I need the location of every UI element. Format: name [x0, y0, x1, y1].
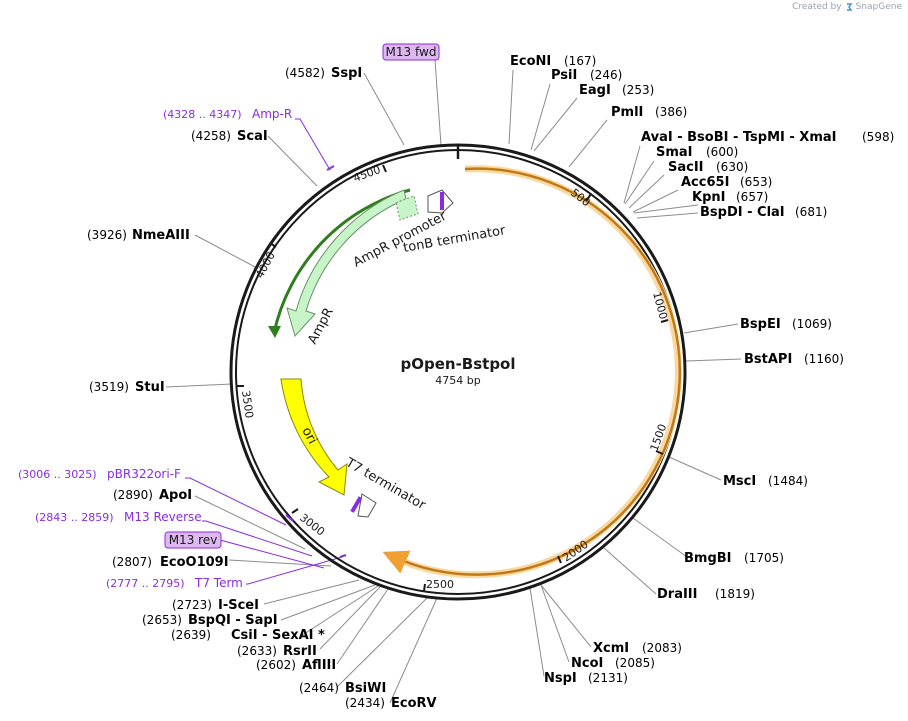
- credit-brand: SnapGene: [855, 2, 902, 12]
- plasmid-name: pOpen-Bstpol: [400, 355, 515, 373]
- site-bmgbi: BmgBI: [684, 551, 732, 566]
- site-iscei: I-SceI: [218, 598, 259, 613]
- site-bspqi-pos: (2653): [142, 613, 182, 627]
- site-eagi: EagI: [579, 83, 611, 98]
- site-bstapi-pos: (1160): [804, 352, 844, 366]
- m13-fwd-label: M13 fwd: [386, 45, 437, 59]
- m13-rev-label: M13 rev: [169, 533, 218, 547]
- site-acc65i-pos: (653): [740, 175, 772, 189]
- ampr-label: AmpR: [305, 306, 336, 347]
- site-ncoi-pos: (2085): [615, 656, 655, 670]
- cds-arc: [382, 167, 682, 576]
- site-bsiwi: BsiWI: [345, 681, 386, 696]
- site-afliii: AflIII: [302, 658, 336, 673]
- site-ecoo109i: EcoO109I: [160, 555, 229, 570]
- m13-reverse-range: (2843 .. 2859): [35, 511, 114, 524]
- t7-primer-mark: [350, 496, 363, 513]
- ampr-feature: [286, 189, 407, 338]
- site-pmli-pos: (386): [655, 105, 687, 119]
- site-avai-pos: (598): [862, 130, 894, 144]
- tick-label-2500: 2500: [426, 578, 454, 591]
- amp-r-primer-range: (4328 .. 4347): [163, 108, 242, 121]
- ampr-line-arrow: [268, 326, 281, 338]
- tick-label-4500: 4500: [352, 163, 383, 185]
- site-csii-group: CsiI - SexAI *: [231, 628, 325, 643]
- site-scai-pos: (4258): [191, 129, 231, 143]
- ring-ticks: [237, 164, 669, 592]
- m13-fwd-box: [382, 43, 440, 61]
- site-iscei-pos: (2723): [172, 598, 212, 612]
- site-bstapi: BstAPI: [744, 352, 792, 367]
- primer-leaders: [185, 118, 343, 585]
- site-nspi: NspI: [544, 671, 577, 686]
- site-stui: StuI: [135, 380, 165, 395]
- t7-term-label: T7 Term: [194, 576, 243, 590]
- site-stui-pos: (3519): [89, 380, 129, 394]
- site-smai-pos: (600): [706, 145, 738, 159]
- site-psii: PsiI: [551, 68, 577, 83]
- site-ecorv-pos: (2434): [345, 696, 385, 710]
- site-avai-group: AvaI - BsoBI - TspMI - XmaI: [641, 130, 836, 145]
- site-draiii: DraIII: [657, 587, 698, 602]
- site-xcmi-pos: (2083): [642, 641, 682, 655]
- site-nmeaiii-pos: (3926): [87, 228, 127, 242]
- amp-r-primer-label: Amp-R: [252, 107, 292, 121]
- site-econi-pos: (167): [564, 54, 596, 68]
- site-xcmi: XcmI: [593, 641, 629, 656]
- site-bspei: BspEI: [740, 317, 781, 332]
- tick-label-3000: 3000: [297, 511, 327, 538]
- m13-reverse-label: M13 Reverse: [124, 510, 202, 524]
- site-sacii-pos: (630): [716, 160, 748, 174]
- site-bspei-pos: (1069): [792, 317, 832, 331]
- leader-lines: [165, 59, 742, 704]
- site-bspqi-group: BspQI - SapI: [188, 613, 278, 628]
- site-ncoi: NcoI: [571, 656, 603, 671]
- tick-label-3500: 3500: [239, 390, 256, 420]
- site-kpni: KpnI: [692, 190, 725, 205]
- site-scai: ScaI: [237, 129, 268, 144]
- site-kpni-pos: (657): [736, 190, 768, 204]
- site-eagi-pos: (253): [622, 83, 654, 97]
- site-bmgbi-pos: (1705): [744, 551, 784, 565]
- tonb-primer-mark: [440, 192, 444, 210]
- site-msci: MscI: [723, 474, 756, 489]
- site-csii-pos: (2639): [171, 628, 211, 642]
- site-ecoo109i-pos: (2807): [112, 555, 152, 569]
- site-acc65i: Acc65I: [681, 175, 729, 190]
- ori-label: ori: [298, 425, 319, 447]
- site-msci-pos: (1484): [768, 474, 808, 488]
- snapgene-credit: Created by SnapGene: [792, 2, 902, 12]
- primer-ring-marks: [285, 165, 347, 558]
- plasmid-size: 4754 bp: [435, 374, 480, 387]
- pbr322ori-f-range: (3006 .. 3025): [18, 468, 97, 481]
- site-bspdi-pos: (681): [795, 205, 827, 219]
- site-pmli: PmlI: [611, 105, 643, 120]
- ori-feature: [280, 378, 348, 496]
- t7-term-range: (2777 .. 2795): [106, 577, 185, 590]
- site-sspi-pos: (4582): [285, 66, 325, 80]
- site-rsrii: RsrII: [283, 644, 317, 659]
- site-apoi: ApoI: [159, 488, 192, 503]
- site-bspdi-group: BspDI - ClaI: [700, 205, 785, 220]
- ampr-promoter-feature: [395, 195, 419, 221]
- site-smai: SmaI: [656, 145, 693, 160]
- t7-terminator-feature: [357, 493, 377, 518]
- site-nmeaiii: NmeAIII: [132, 228, 190, 243]
- site-ecorv: EcoRV: [391, 696, 437, 711]
- site-sacii: SacII: [668, 160, 704, 175]
- site-afliii-pos: (2602): [256, 658, 296, 672]
- credit-prefix: Created by: [792, 2, 842, 12]
- site-bsiwi-pos: (2464): [299, 681, 339, 695]
- site-rsrii-pos: (2633): [237, 644, 277, 658]
- site-draiii-pos: (1819): [715, 587, 755, 601]
- site-psii-pos: (246): [590, 68, 622, 82]
- site-sspi: SspI: [331, 66, 362, 81]
- pbr322ori-f-label: pBR322ori-F: [107, 467, 181, 481]
- site-apoi-pos: (2890): [113, 488, 153, 502]
- snapgene-logo-icon: [846, 3, 852, 11]
- m13-rev-box: [164, 531, 222, 549]
- site-nspi-pos: (2131): [588, 671, 628, 685]
- site-econi: EcoNI: [510, 54, 551, 69]
